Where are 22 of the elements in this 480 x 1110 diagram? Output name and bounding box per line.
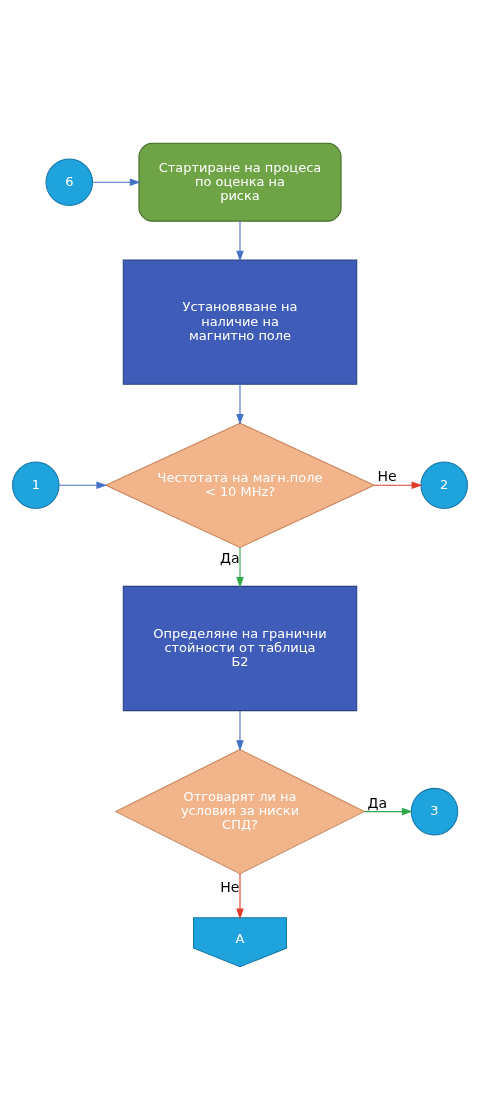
node-diamond: Отговарят ли на условия за ниски СПД? bbox=[114, 748, 366, 875]
edge-label: Да bbox=[367, 794, 388, 811]
node-box: Определяне на гранични стойности от таблица Б2 bbox=[122, 585, 358, 712]
edge-label: Не bbox=[220, 878, 240, 895]
arrow bbox=[236, 384, 244, 425]
arrow bbox=[236, 547, 244, 588]
arrow bbox=[92, 178, 141, 186]
node-circle: 3 bbox=[410, 787, 459, 836]
node-circle: 2 bbox=[420, 461, 468, 510]
node-box: Стартиране на процеса по оценка на риска bbox=[138, 142, 342, 222]
arrow bbox=[236, 710, 244, 752]
node-circle: 1 bbox=[12, 461, 60, 510]
arrow bbox=[236, 220, 244, 262]
arrow bbox=[58, 481, 108, 490]
arrow bbox=[364, 807, 413, 816]
node-diamond: Честотата на магн.поле < 10 MHz? bbox=[104, 422, 376, 549]
node-circle: 6 bbox=[45, 158, 94, 206]
arrow bbox=[373, 481, 423, 490]
arrow bbox=[236, 873, 244, 920]
edge-label: Не bbox=[377, 468, 397, 485]
edge-label: Да bbox=[219, 550, 240, 567]
node-box: Установяване на наличие на магнитно поле bbox=[122, 259, 358, 385]
